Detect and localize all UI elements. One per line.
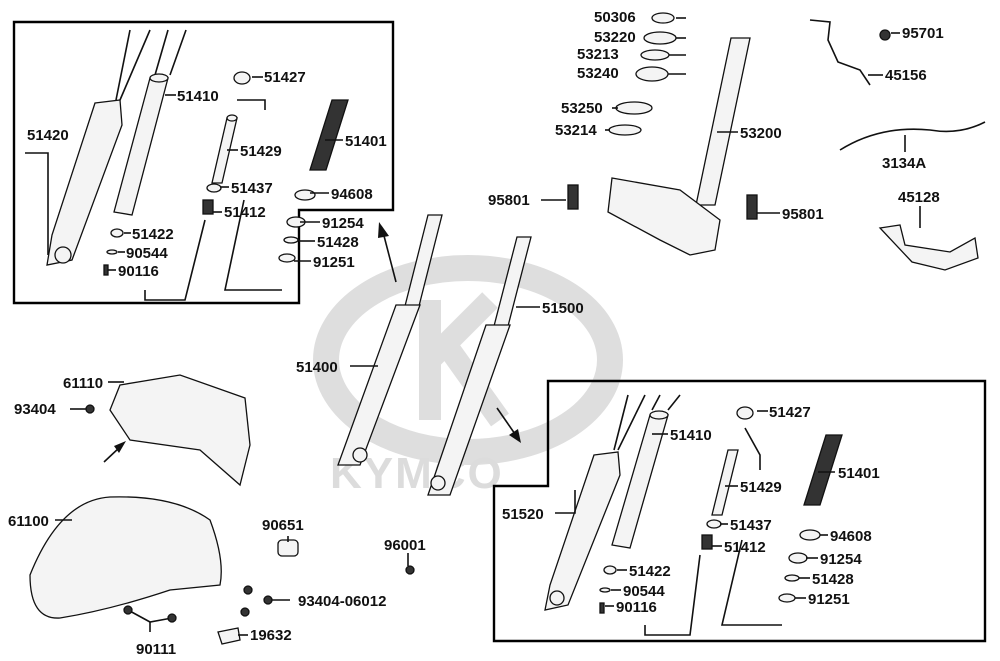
label-51428-bottom: 51428 [812, 571, 854, 588]
label-51422-bottom: 51422 [629, 563, 671, 580]
label-51429: 51429 [240, 143, 282, 160]
label-91254-bottom: 91254 [820, 551, 862, 568]
label-51427: 51427 [264, 69, 306, 86]
label-51429-bottom: 51429 [740, 479, 782, 496]
arrow-to-bottom-box [496, 407, 521, 443]
label-51401-bottom: 51401 [838, 465, 880, 482]
label-90651: 90651 [262, 517, 304, 534]
label-51427-bottom: 51427 [769, 404, 811, 421]
label-95801-left: 95801 [488, 192, 530, 209]
spring-bottom [803, 434, 843, 506]
label-51401: 51401 [345, 133, 387, 150]
label-91254: 91254 [322, 215, 364, 232]
label-3134A: 3134A [882, 155, 926, 172]
steering-stem-group [567, 12, 758, 256]
detail-box-bottom [492, 379, 987, 643]
detail-box-top [12, 20, 395, 305]
label-53240: 53240 [577, 65, 619, 82]
label-95801-right: 95801 [782, 206, 824, 223]
label-61100: 61100 [8, 513, 49, 530]
label-95701: 95701 [902, 25, 944, 42]
inner-fender [109, 374, 251, 487]
part-labels: 51420 51410 51427 51429 51401 51437 9460… [8, 9, 944, 658]
label-51428: 51428 [317, 234, 359, 251]
front-fender [29, 496, 222, 619]
label-93404: 93404 [14, 401, 56, 418]
fork-tube-top [113, 29, 187, 216]
label-90544-bottom: 90544 [623, 583, 665, 600]
fork-tube-bottom [611, 394, 681, 549]
label-51410: 51410 [177, 88, 219, 105]
label-90116-bottom: 90116 [616, 599, 657, 616]
label-94608: 94608 [331, 186, 373, 203]
fork-slider-left-top [46, 29, 151, 266]
leader-lines [25, 17, 921, 636]
label-90116: 90116 [118, 263, 159, 280]
label-45128: 45128 [898, 189, 940, 206]
spring-top [309, 99, 349, 171]
label-51437: 51437 [231, 180, 273, 197]
label-53214: 53214 [555, 122, 597, 139]
label-19632: 19632 [250, 627, 292, 644]
fork-slider-left-bottom [544, 394, 646, 611]
damper-rod-top [211, 114, 238, 184]
label-50306: 50306 [594, 9, 636, 26]
label-90111: 90111 [136, 641, 176, 658]
wire-harness-parts [809, 19, 986, 271]
label-53200: 53200 [740, 125, 782, 142]
label-51500: 51500 [542, 300, 584, 317]
label-53250: 53250 [561, 100, 603, 117]
label-93404-06012: 93404-06012 [298, 593, 386, 610]
label-91251-bottom: 91251 [808, 591, 850, 608]
label-53220: 53220 [594, 29, 636, 46]
damper-rod-bottom [711, 406, 754, 516]
label-53213: 53213 [577, 46, 619, 63]
label-94608-bottom: 94608 [830, 528, 872, 545]
arrow-to-top-box [378, 222, 397, 283]
label-61110: 61110 [63, 375, 103, 392]
label-51412: 51412 [224, 204, 266, 221]
label-51400: 51400 [296, 359, 338, 376]
label-51437-bottom: 51437 [730, 517, 772, 534]
label-51410-bottom: 51410 [670, 427, 712, 444]
label-51420: 51420 [27, 127, 69, 144]
main-fork-left [337, 214, 443, 466]
label-96001: 96001 [384, 537, 426, 554]
arrow-to-inner-fender [103, 441, 126, 463]
main-fork-right [427, 236, 532, 496]
label-51422: 51422 [132, 226, 174, 243]
label-45156: 45156 [885, 67, 927, 84]
label-51520: 51520 [502, 506, 544, 523]
label-91251: 91251 [313, 254, 355, 271]
label-51412-bottom: 51412 [724, 539, 766, 556]
label-90544: 90544 [126, 245, 168, 262]
